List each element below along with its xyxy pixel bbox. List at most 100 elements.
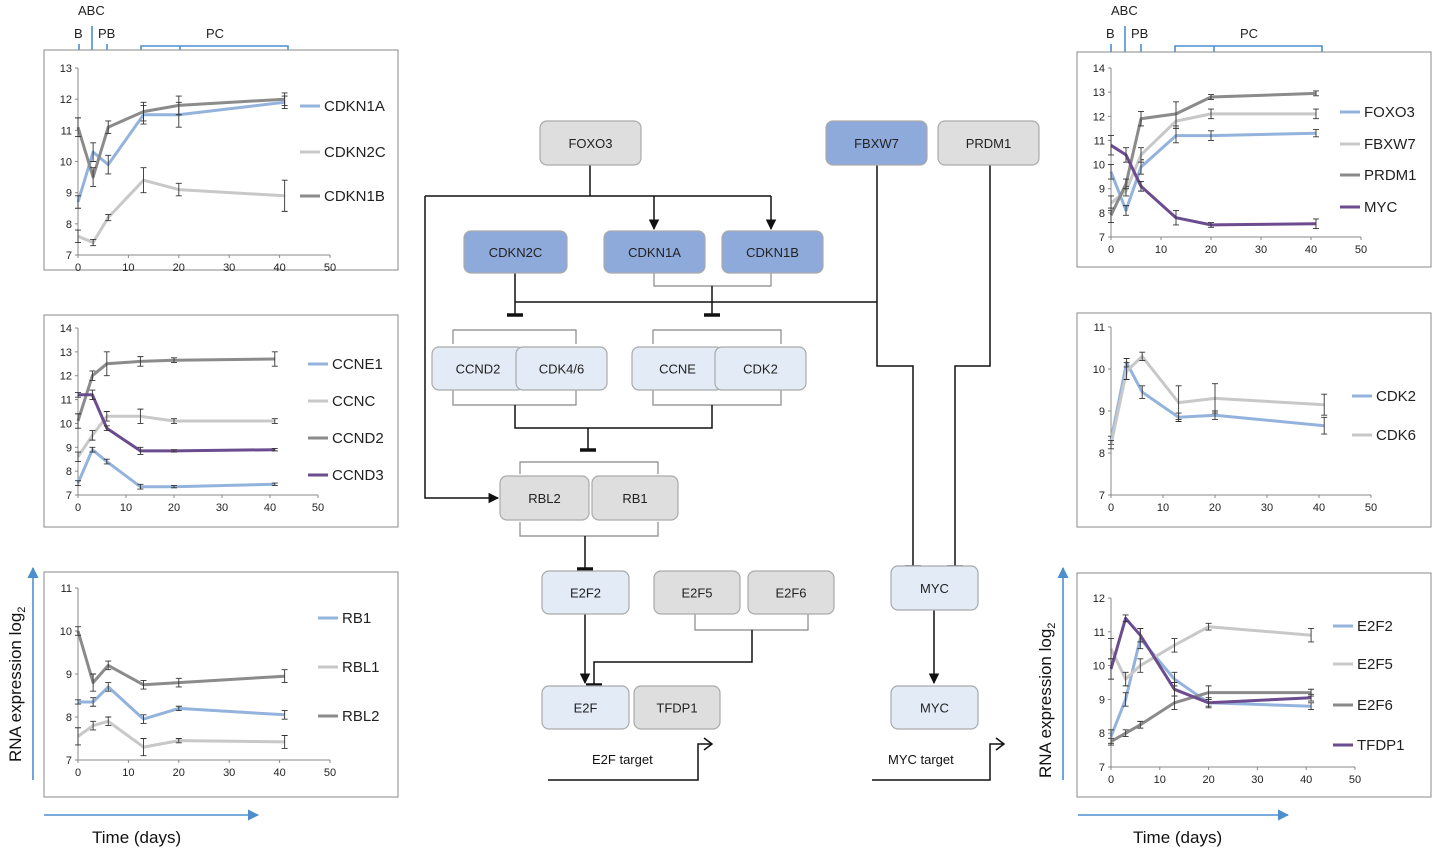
error-bar: [1123, 362, 1130, 380]
x-tick-label: 0: [1108, 244, 1114, 256]
error-bar: [1313, 218, 1319, 229]
x-tick-label: 40: [1305, 244, 1317, 256]
y-tick-label: 9: [66, 669, 72, 681]
error-bar: [1138, 181, 1144, 192]
y-tick-label: 7: [1099, 762, 1105, 774]
x-tick-label: 10: [1154, 774, 1166, 786]
error-bar: [1138, 147, 1144, 163]
error-bar: [105, 214, 112, 222]
series-line-foxo3: [1109, 131, 1317, 212]
e2f-target-arrowhead: [703, 737, 714, 751]
x-tick-label: 0: [1108, 502, 1114, 514]
error-bar: [140, 738, 147, 757]
series-line-ccnd3: [78, 393, 275, 453]
error-bar: [140, 714, 147, 724]
legend-label-cdk2: CDK2: [1376, 388, 1416, 405]
node-label: MYC: [920, 701, 949, 716]
y-tick-label: 12: [1093, 593, 1105, 605]
left-abc-label: ABC: [78, 3, 105, 18]
error-bar: [105, 660, 112, 671]
node-rbl2: RBL2: [499, 475, 590, 521]
node-label: CCND2: [456, 362, 501, 377]
y-tick-label: 10: [60, 418, 72, 430]
node-e2f: E2F: [541, 685, 630, 730]
x-tick-label: 20: [173, 262, 185, 274]
error-bar: [105, 120, 112, 134]
y-tick-label: 8: [66, 466, 72, 478]
series-line-cdkn2c: [77, 178, 285, 244]
x-tick-label: 30: [216, 502, 228, 514]
myc-target-label: MYC target: [888, 752, 954, 767]
error-bar: [281, 179, 288, 212]
y-tick-label: 9: [1099, 184, 1105, 196]
right-y-axis-title: RNA expression log2: [1036, 623, 1058, 778]
error-bar: [1122, 671, 1129, 687]
x-tick-label: 10: [1157, 502, 1169, 514]
node-cdkn2c: CDKN2C: [463, 230, 568, 274]
error-bar: [75, 727, 81, 746]
node-box: [653, 570, 741, 615]
node-label: CDKN1A: [628, 245, 681, 260]
error-bar: [103, 425, 110, 432]
error-bar: [1212, 383, 1218, 414]
x-tick-label: 10: [1155, 244, 1167, 256]
e2f-target-label: E2F target: [592, 752, 653, 767]
y-tick-label: 13: [60, 347, 72, 359]
node-box: [499, 475, 590, 521]
error-bar: [1173, 209, 1179, 226]
node-label: CDK2: [743, 362, 778, 377]
x-tick-label: 50: [1349, 774, 1361, 786]
series-line-ccne1: [76, 448, 275, 489]
x-tick-label: 50: [324, 262, 336, 274]
node-label: FBXW7: [854, 136, 899, 151]
legend-label-myc: MYC: [1364, 199, 1398, 216]
error-bar: [1308, 693, 1315, 702]
x-tick-label: 0: [75, 502, 81, 514]
left-pc-label: PC: [206, 26, 224, 41]
node-box: [603, 230, 706, 274]
legend-label-rbl2: RBL2: [342, 708, 380, 725]
error-bar: [1139, 351, 1146, 362]
x-tick-label: 10: [120, 502, 132, 514]
y-tick-label: 11: [1094, 627, 1105, 639]
chart-frame: [1076, 51, 1432, 268]
series-line-rbl1: [77, 719, 285, 749]
left-y-axis-title: RNA expression log2: [6, 607, 28, 762]
right-b-label: B: [1106, 26, 1115, 41]
error-bar: [271, 448, 278, 452]
node-cdk2: CDK2: [714, 346, 807, 391]
myc-target-arrowhead: [995, 737, 1006, 751]
error-bar: [1313, 129, 1319, 138]
legend-label-rb1: RB1: [342, 610, 371, 627]
error-bar: [175, 705, 182, 711]
error-bar: [1208, 94, 1214, 100]
error-bar: [1123, 147, 1129, 163]
error-bar: [75, 117, 81, 138]
series-line-myc: [1110, 144, 1317, 227]
error-bar: [75, 699, 81, 705]
left-pb-label: PB: [98, 26, 115, 41]
error-bar: [137, 446, 144, 455]
myc-target-promoter: [872, 743, 1004, 781]
y-tick-label: 11: [61, 395, 72, 407]
error-bar: [89, 389, 96, 401]
error-bar: [103, 458, 110, 465]
error-bar: [90, 238, 97, 247]
y-tick-label: 10: [60, 626, 72, 638]
y-tick-label: 11: [1094, 135, 1105, 147]
y-tick-label: 11: [61, 583, 72, 595]
y-tick-label: 7: [1099, 490, 1105, 502]
error-bar: [1122, 692, 1129, 707]
x-tick-label: 50: [1365, 502, 1377, 514]
y-tick-label: 8: [66, 712, 72, 724]
node-box: [937, 120, 1040, 166]
error-bar: [1175, 385, 1182, 420]
node-box: [541, 685, 630, 730]
node-label: RB1: [622, 491, 647, 506]
node-label: E2F5: [681, 586, 712, 601]
node-cdk46: CDK4/6: [515, 346, 608, 391]
error-bar: [75, 195, 81, 209]
